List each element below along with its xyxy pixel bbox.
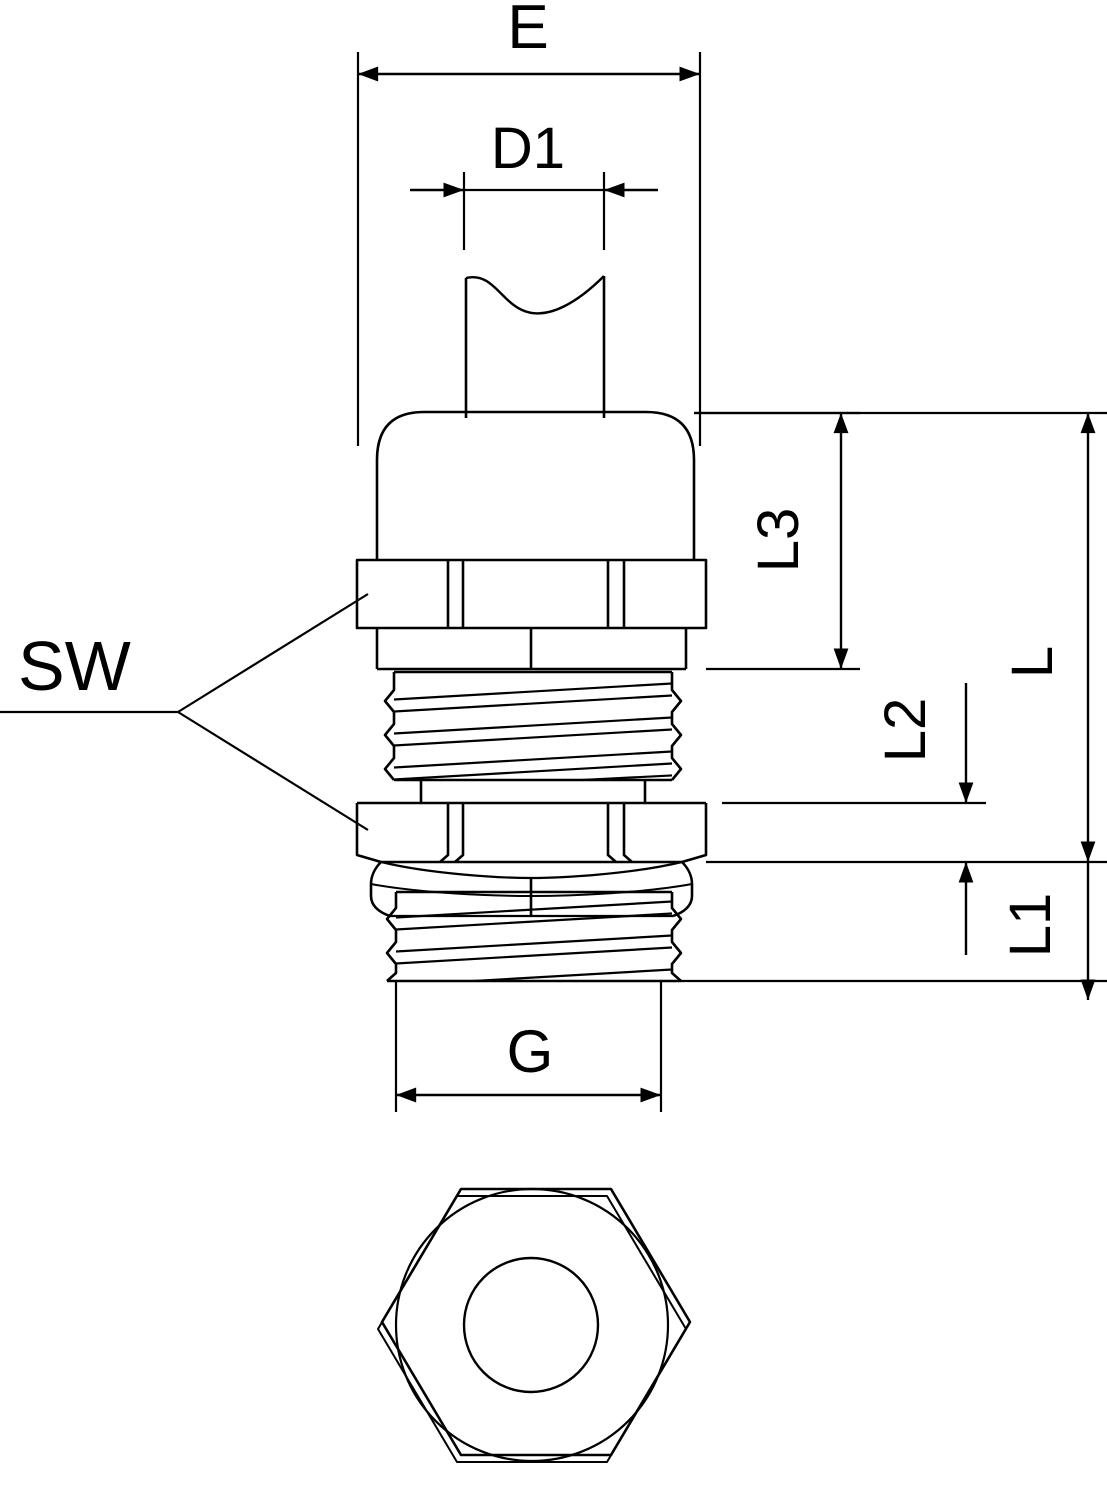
lower-hex-nut <box>355 801 708 918</box>
dimension-label-L1: L1 <box>998 893 1063 958</box>
dome-cap <box>375 410 696 560</box>
mid-shoulder <box>419 780 647 803</box>
dimension-E <box>356 52 702 446</box>
dimension-D1 <box>410 172 658 250</box>
lower-thread <box>385 890 683 983</box>
dimension-label-L3: L3 <box>746 508 811 573</box>
dimension-label-G: G <box>507 1018 554 1085</box>
dimension-G <box>394 981 663 1112</box>
sw-leader <box>0 593 369 831</box>
dimension-L2 <box>722 683 986 955</box>
dimension-label-SW: SW <box>18 627 131 705</box>
dimension-L1 <box>681 862 1107 1000</box>
dimension-label-L: L <box>1000 646 1065 678</box>
bottom-hex-view <box>377 1187 692 1463</box>
upper-thread <box>383 670 683 782</box>
dimension-label-E: E <box>507 0 548 62</box>
dimension-L <box>694 411 1107 864</box>
upper-hex-nut <box>355 558 708 671</box>
dimension-label-D1: D1 <box>491 116 565 181</box>
cable-stub <box>464 275 606 418</box>
dimension-label-L2: L2 <box>873 698 938 763</box>
